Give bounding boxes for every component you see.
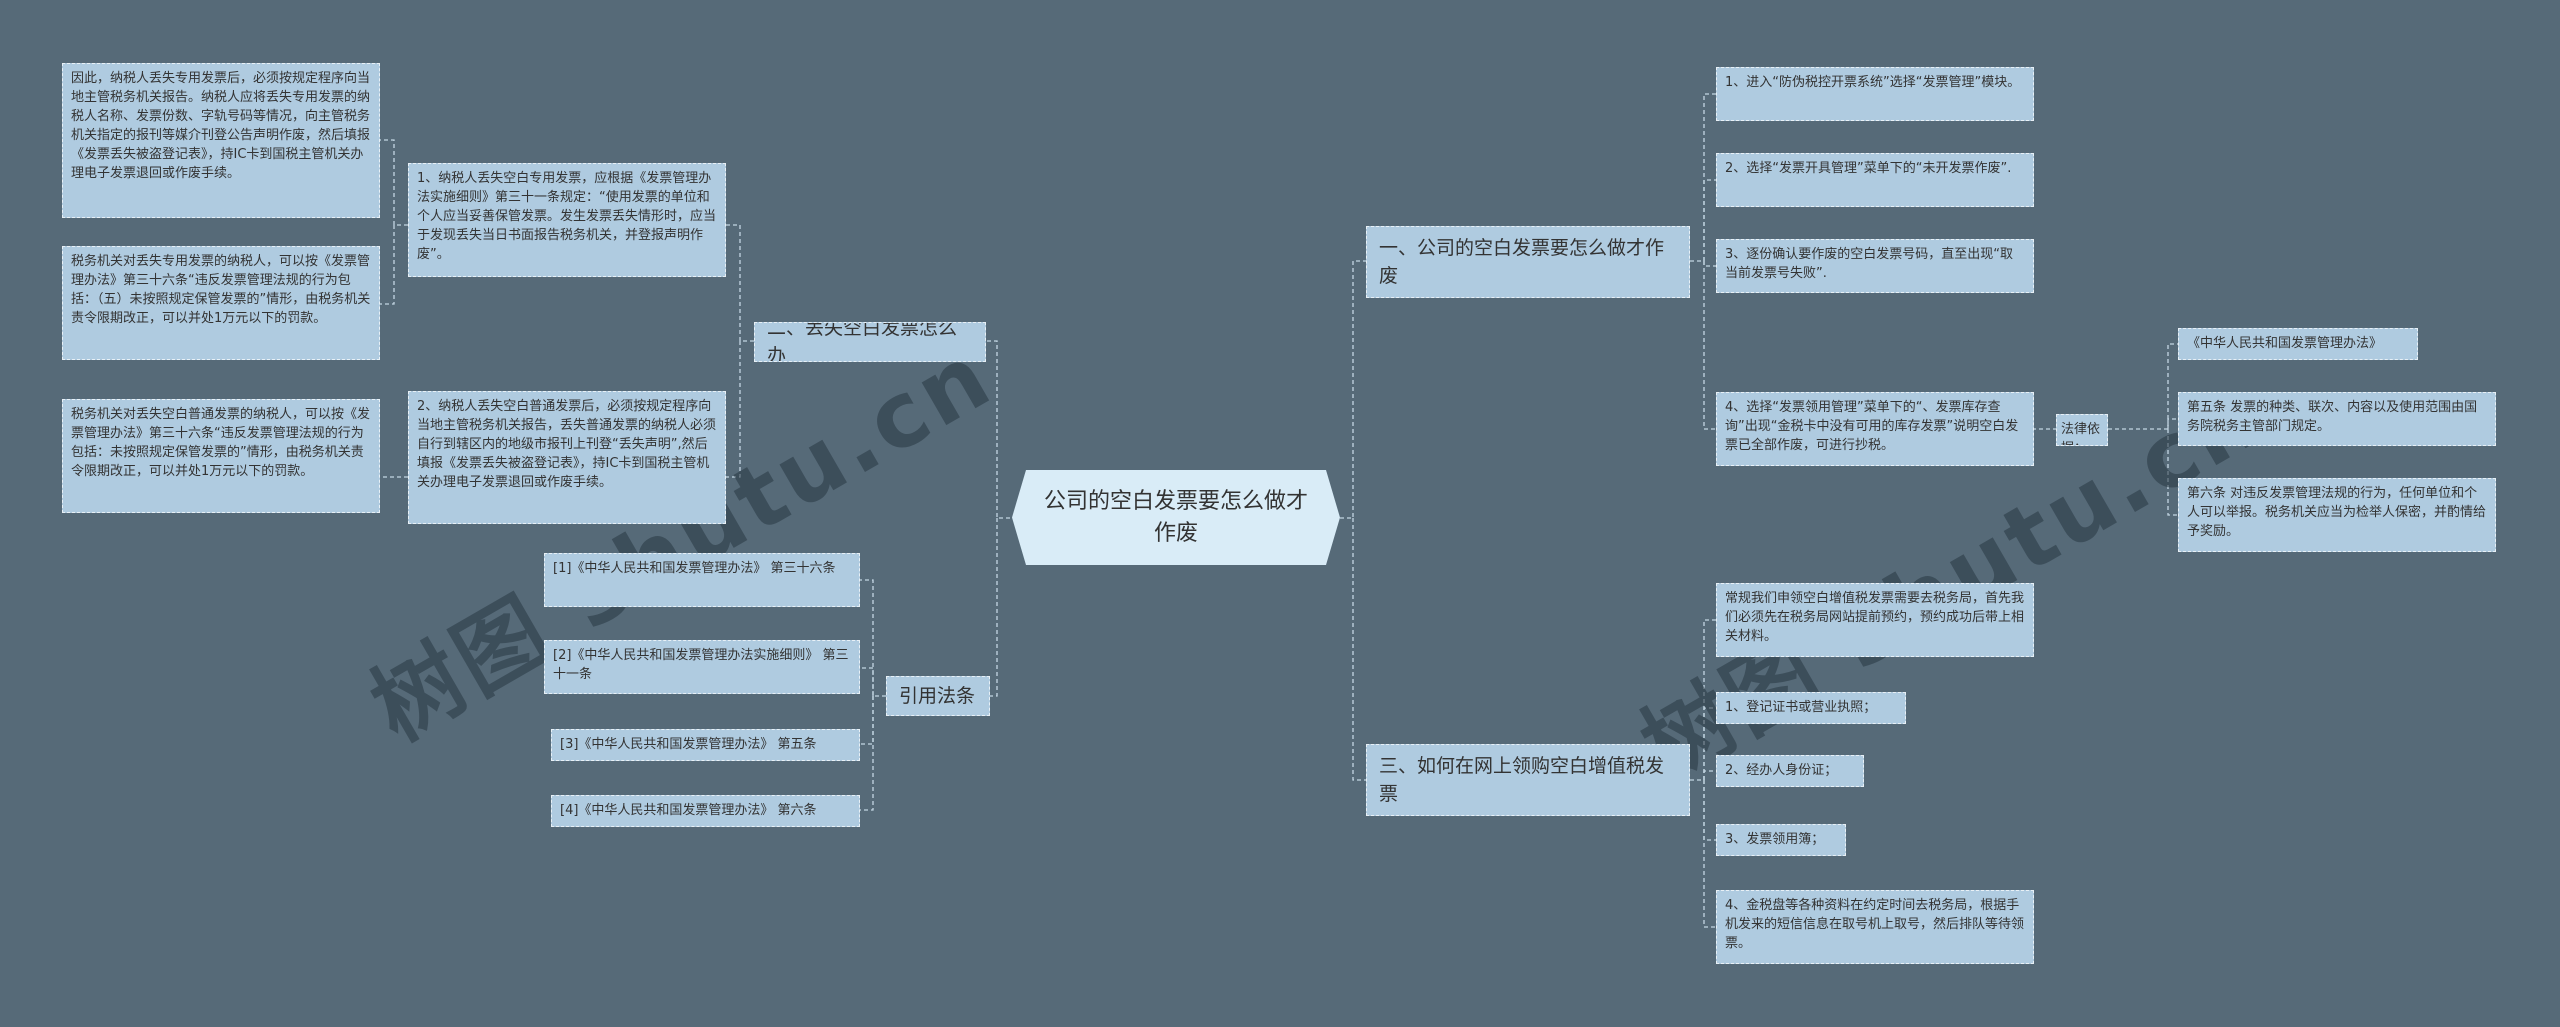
branch-cited-laws[interactable]: 引用法条	[886, 676, 990, 716]
online-purchase-item[interactable]: 4、金税盘等各种资料在约定时间去税务局，根据手机发来的短信信息在取号机上取号，然…	[1716, 890, 2034, 964]
online-purchase-item[interactable]: 常规我们申领空白增值税发票需要去税务局，首先我们必须先在税务局网站提前预约，预约…	[1716, 583, 2034, 657]
online-purchase-item[interactable]: 2、经办人身份证；	[1716, 755, 1864, 787]
void-step[interactable]: 3、逐份确认要作废的空白发票号码，直至出现“取当前发票号失败”.	[1716, 239, 2034, 293]
void-step[interactable]: 4、选择“发票领用管理”菜单下的“、发票库存查询”出现“金税卡中没有可用的库存发…	[1716, 392, 2034, 466]
legal-basis-item[interactable]: 第五条 发票的种类、联次、内容以及使用范围由国务院税务主管部门规定。	[2178, 392, 2496, 446]
branch-online-purchase-vat-invoice[interactable]: 三、如何在网上领购空白增值税发票	[1366, 744, 1690, 816]
void-step[interactable]: 2、选择“发票开具管理”菜单下的“未开发票作废”.	[1716, 153, 2034, 207]
online-purchase-item[interactable]: 3、发票领用簿；	[1716, 824, 1846, 856]
void-step[interactable]: 1、进入“防伪税控开票系统”选择“发票管理”模块。	[1716, 67, 2034, 121]
cited-law-item[interactable]: [1]《中华人民共和国发票管理办法》 第三十六条	[544, 553, 860, 607]
lost-item-ordinary-invoice[interactable]: 2、纳税人丢失空白普通发票后，必须按规定程序向当地主管税务机关报告，丢失普通发票…	[408, 391, 726, 524]
lost-item-ordinary-invoice-penalty[interactable]: 税务机关对丢失空白普通发票的纳税人，可以按《发票管理办法》第三十六条“违反发票管…	[62, 399, 380, 513]
online-purchase-item[interactable]: 1、登记证书或营业执照；	[1716, 692, 1906, 724]
lost-item-special-invoice-penalty[interactable]: 税务机关对丢失专用发票的纳税人，可以按《发票管理办法》第三十六条“违反发票管理法…	[62, 246, 380, 360]
cited-law-item[interactable]: [2]《中华人民共和国发票管理办法实施细则》 第三十一条	[544, 640, 860, 694]
cited-law-item[interactable]: [4]《中华人民共和国发票管理办法》 第六条	[551, 795, 860, 827]
lost-item-special-invoice[interactable]: 1、纳税人丢失空白专用发票，应根据《发票管理办法实施细则》第三十一条规定：“使用…	[408, 163, 726, 277]
branch-void-blank-invoice[interactable]: 一、公司的空白发票要怎么做才作废	[1366, 226, 1690, 298]
root-topic[interactable]: 公司的空白发票要怎么做才作废	[1012, 470, 1340, 565]
legal-basis-item[interactable]: 第六条 对违反发票管理法规的行为，任何单位和个人可以举报。税务机关应当为检举人保…	[2178, 478, 2496, 552]
legal-basis-item[interactable]: 《中华人民共和国发票管理办法》	[2178, 328, 2418, 360]
lost-item-special-invoice-note[interactable]: 因此，纳税人丢失专用发票后，必须按规定程序向当地主管税务机关报告。纳税人应将丢失…	[62, 63, 380, 218]
cited-law-item[interactable]: [3]《中华人民共和国发票管理办法》 第五条	[551, 729, 860, 761]
branch-lost-blank-invoice[interactable]: 二、丢失空白发票怎么办	[754, 322, 986, 362]
legal-basis-label[interactable]: 法律依据：	[2056, 414, 2108, 446]
